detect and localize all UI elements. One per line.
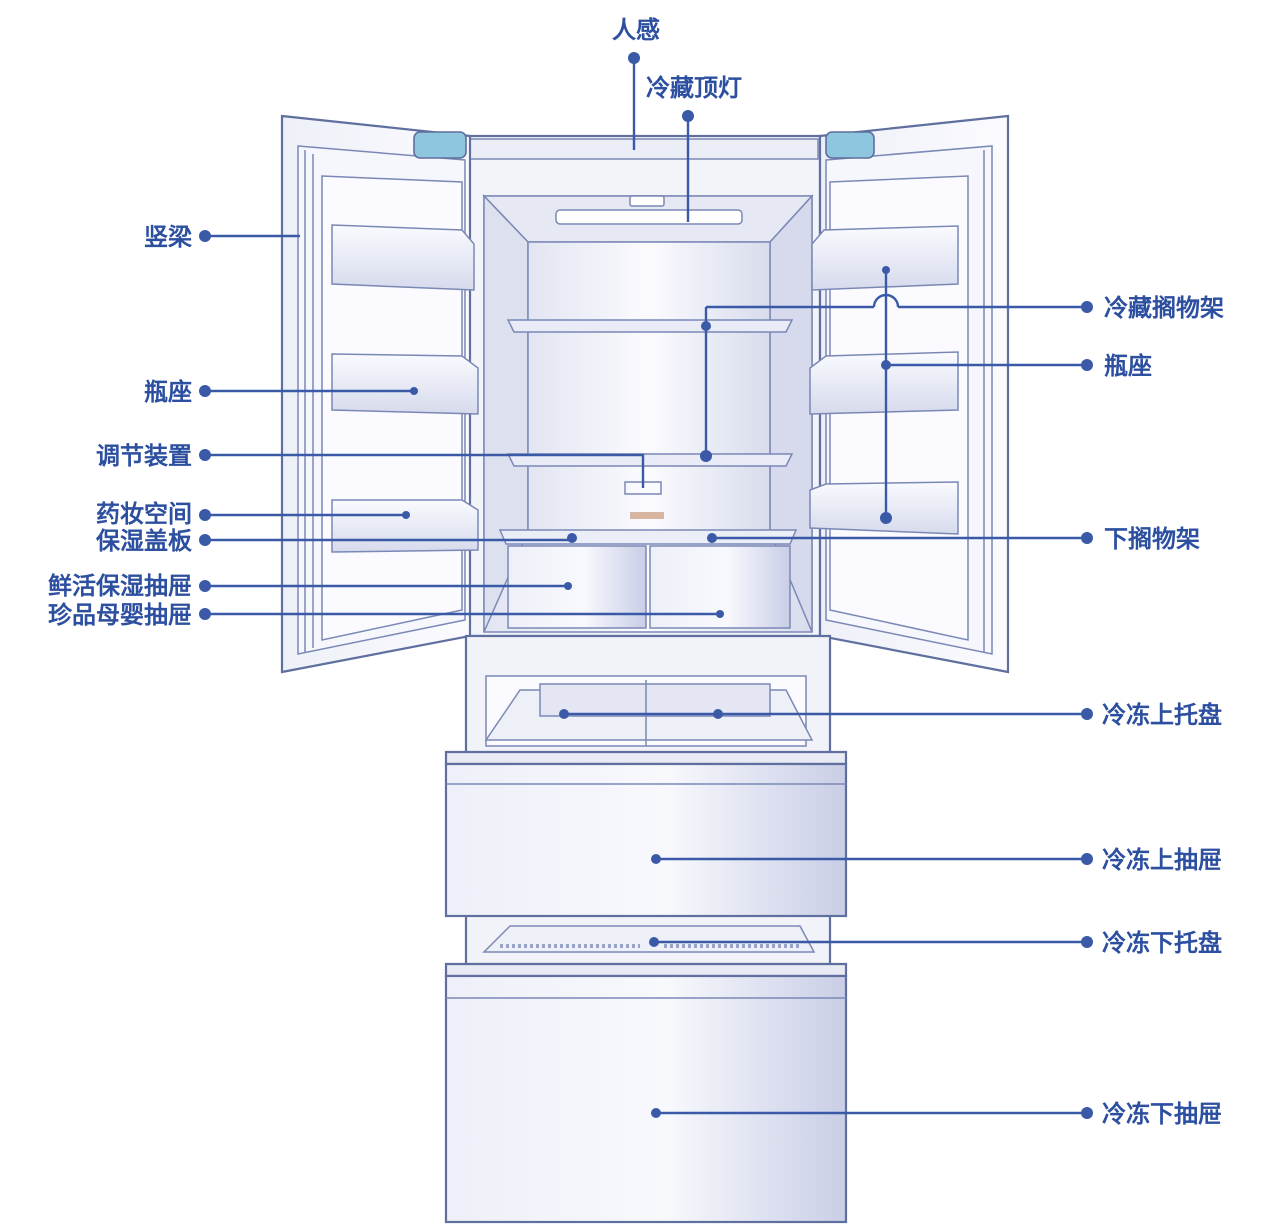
freezer-upper-drawer-shape	[444, 750, 848, 918]
label-bottle-rack-right: 瓶座	[1104, 352, 1152, 380]
label-medicine-space: 药妆空间	[96, 500, 192, 528]
right-door	[809, 114, 1010, 674]
label-freezer-upper-drawer: 冷冻上抽屉	[1102, 846, 1222, 874]
label-freezer-lower-tray: 冷冻下托盘	[1102, 929, 1222, 957]
labels: 人感 冷藏顶灯 竖梁 瓶座 调节装置 药妆空间 保湿盖板 鲜活保湿抽屉 珍品母婴…	[48, 16, 1224, 1128]
freezer-lower-drawer-shape	[444, 962, 848, 1224]
label-lower-shelf: 下搁物架	[1104, 525, 1200, 553]
label-bottle-rack-left: 瓶座	[144, 378, 192, 406]
label-freezer-upper-tray: 冷冻上托盘	[1102, 701, 1222, 729]
label-baby-drawer: 珍品母婴抽屉	[48, 601, 192, 629]
label-fridge-top-light: 冷藏顶灯	[646, 74, 742, 102]
leader-freezer-upper-tray	[559, 708, 1093, 720]
freezer-lower-tray-shape	[482, 925, 816, 953]
leader-bottle-rack-right	[880, 266, 1093, 524]
leader-humidity-cover	[199, 533, 577, 546]
label-adjust-device: 调节装置	[96, 442, 192, 470]
label-fridge-shelf: 冷藏搁物架	[1104, 294, 1224, 322]
leader-lines	[199, 52, 1093, 1119]
label-humidity-cover: 保湿盖板	[95, 527, 193, 555]
leader-lower-shelf	[707, 532, 1093, 544]
fridge-cabinet	[465, 134, 822, 656]
leader-top-light	[682, 110, 694, 222]
leader-adjust-device	[199, 449, 645, 488]
leader-freezer-lower-drawer	[651, 1107, 1093, 1119]
leader-freezer-lower-tray	[649, 936, 1093, 948]
leader-fridge-shelf	[700, 293, 1093, 462]
label-vertical-beam: 竖梁	[144, 223, 192, 251]
leader-freezer-upper-drawer	[651, 853, 1093, 865]
leader-medicine-space	[199, 509, 410, 521]
leader-baby-drawer	[199, 608, 724, 620]
label-freezer-lower-drawer: 冷冻下抽屉	[1102, 1100, 1222, 1128]
left-door	[280, 114, 479, 674]
leader-sensor	[628, 52, 640, 150]
label-sensor: 人感	[612, 16, 660, 44]
label-fresh-drawer: 鲜活保湿抽屉	[48, 572, 192, 600]
freezer-upper-tray-shape	[484, 675, 814, 747]
leader-fresh-drawer	[199, 580, 572, 592]
leader-bottle-rack-left	[199, 385, 418, 397]
leader-vertical-beam	[199, 230, 300, 242]
freezer-section	[444, 634, 848, 1224]
